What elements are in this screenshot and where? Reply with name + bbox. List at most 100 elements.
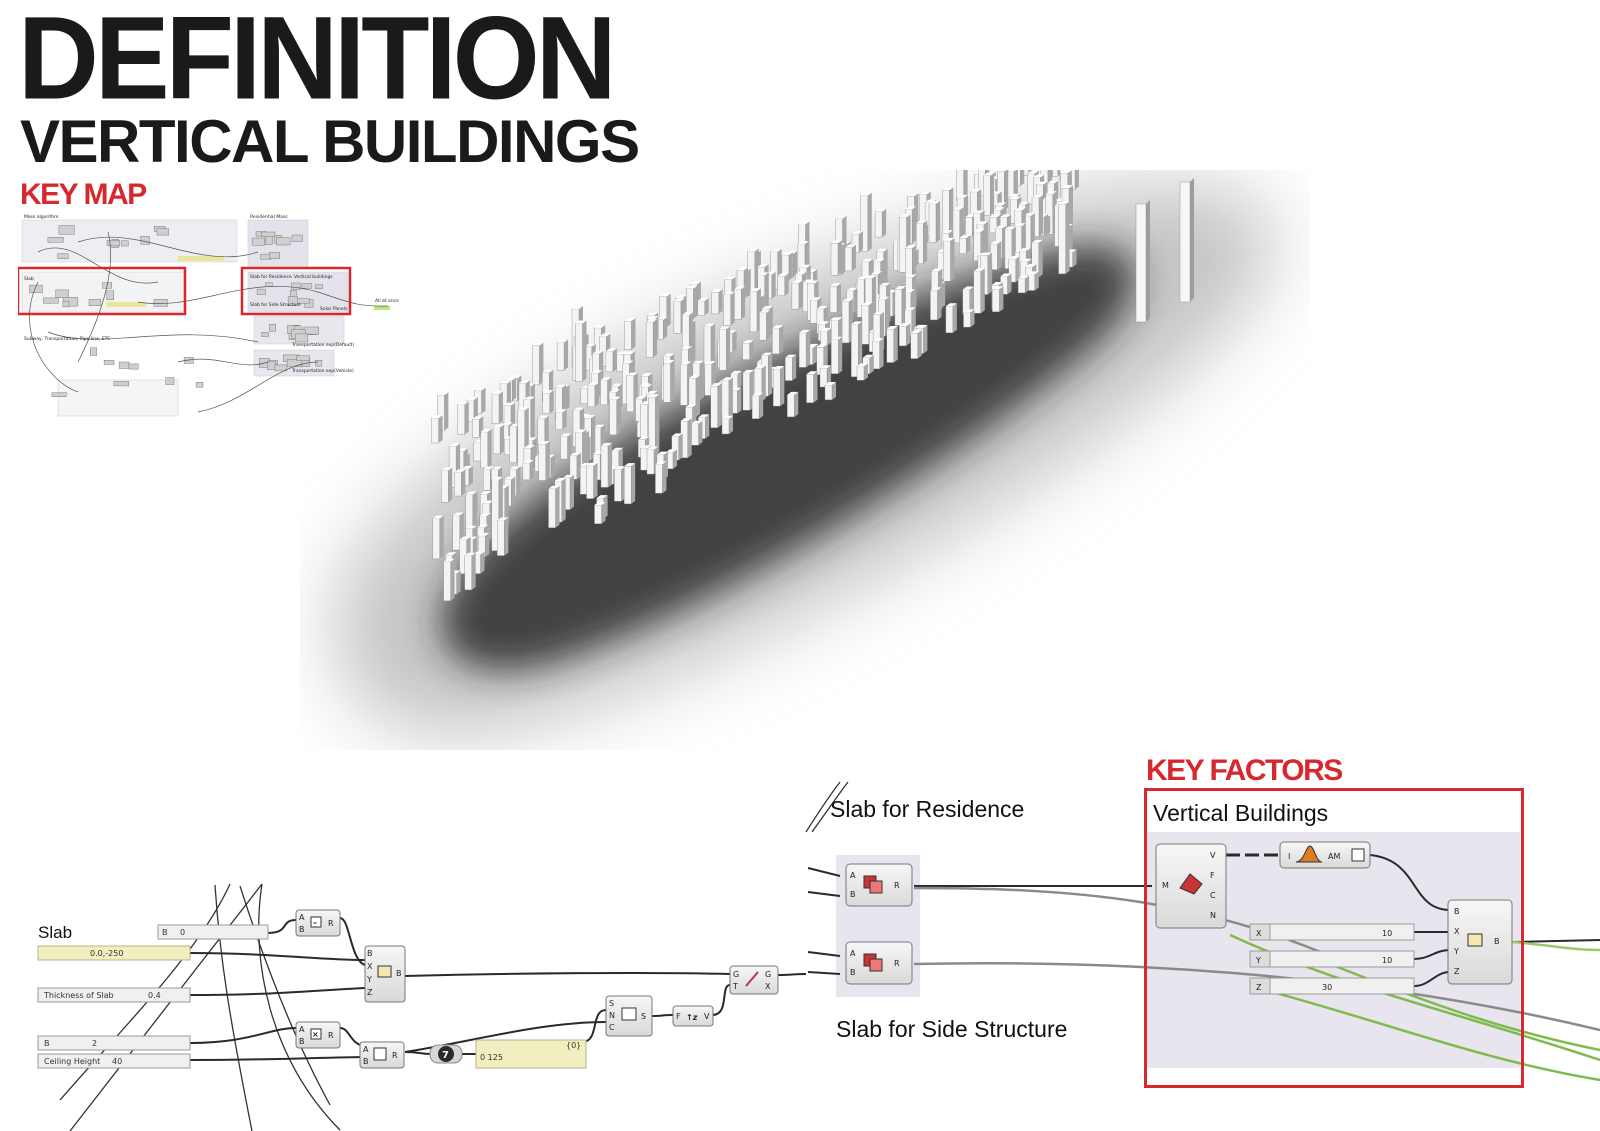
building-block	[772, 325, 784, 355]
building-block	[973, 268, 985, 314]
building-block	[754, 365, 766, 402]
x-slider[interactable]: X 10	[1249, 923, 1415, 941]
boolean-union-side[interactable]: ABR	[845, 941, 913, 985]
building-block	[532, 342, 544, 386]
svg-text:–: –	[313, 918, 317, 927]
building-block	[663, 360, 675, 403]
svg-text:N: N	[1210, 911, 1216, 920]
building-block	[594, 501, 606, 524]
keymap-node	[153, 298, 168, 307]
keymap-node	[315, 359, 323, 367]
thickness-slider[interactable]	[37, 987, 191, 1003]
building-block	[962, 286, 974, 315]
building-block	[671, 433, 683, 461]
svg-text:A: A	[299, 913, 305, 922]
y-slider[interactable]: Y 10	[1249, 950, 1415, 968]
subtract-component[interactable]: ABR –	[295, 909, 341, 937]
keymap-node	[55, 289, 69, 298]
number-node[interactable]: 7	[429, 1044, 463, 1064]
keymap-node	[51, 392, 67, 397]
keymap-node	[57, 253, 69, 259]
list-panel[interactable]	[475, 1039, 587, 1069]
building-block	[464, 552, 476, 591]
b2-slider[interactable]	[37, 1035, 191, 1051]
building-block	[983, 172, 995, 216]
keymap-node	[261, 332, 269, 337]
building-block	[806, 371, 818, 403]
keymap-node	[315, 284, 324, 289]
building-block	[522, 459, 534, 481]
keymap-node	[88, 299, 102, 306]
building-block	[711, 289, 723, 315]
svg-text:C: C	[609, 1023, 615, 1032]
slab-point-panel[interactable]	[37, 945, 191, 961]
keymap-node	[120, 240, 129, 247]
svg-text:G: G	[733, 970, 739, 979]
keymap-node	[128, 363, 139, 370]
keymap-node	[106, 240, 120, 247]
svg-text:X: X	[367, 962, 373, 971]
building-block	[997, 170, 1009, 211]
z-slider[interactable]: Z 30	[1249, 977, 1415, 995]
keymap-node	[295, 333, 308, 343]
building-block	[824, 382, 837, 401]
svg-text:Z: Z	[1256, 983, 1262, 992]
building-block	[645, 319, 658, 358]
ceiling-slider[interactable]	[37, 1053, 191, 1069]
b-slider[interactable]	[157, 924, 269, 940]
building-block	[480, 428, 492, 469]
svg-text:I: I	[1288, 852, 1290, 861]
keymap-node	[29, 284, 43, 293]
svg-text:B: B	[1454, 907, 1460, 916]
svg-text:C: C	[1210, 891, 1216, 900]
number-node-value: 7	[442, 1050, 449, 1061]
keymap-node	[296, 355, 310, 361]
keymap-node	[195, 382, 204, 388]
key-map-heading: KEY MAP	[20, 178, 147, 211]
keymap-node	[291, 282, 301, 290]
keymap-label-all: All at once	[375, 298, 399, 304]
building-block	[437, 392, 449, 431]
keymap-label-trans-default: Transportation exp(Default)	[291, 342, 354, 348]
building-block	[872, 338, 884, 370]
building-block	[575, 320, 587, 382]
keymap-node	[140, 236, 150, 245]
building-block	[730, 370, 742, 390]
keymap-node	[43, 297, 59, 304]
building-block	[1000, 273, 1012, 295]
building-block	[1031, 194, 1044, 237]
building-block	[614, 466, 626, 502]
svg-text:V: V	[1210, 851, 1216, 860]
divide-component[interactable]: ABR	[359, 1041, 405, 1069]
building-block	[609, 396, 621, 436]
building-block	[851, 231, 863, 253]
svg-text:B: B	[367, 949, 373, 958]
building-block	[734, 286, 746, 320]
keymap-label-slab: Slab	[24, 276, 34, 282]
b-slider-value: 0	[180, 928, 185, 937]
building-block	[548, 485, 560, 528]
building-block	[721, 415, 733, 435]
keymap-node	[265, 235, 273, 245]
slab-residence-label: Slab for Residence	[830, 796, 1025, 822]
multiply-component[interactable]: ABR ×	[295, 1021, 341, 1049]
keymap-node	[276, 237, 291, 246]
building-block	[851, 321, 863, 377]
building-block	[963, 309, 975, 328]
keymap-node	[301, 283, 313, 289]
keymap-node	[251, 237, 266, 246]
svg-text:X: X	[1454, 927, 1460, 936]
vertical-group-title: Vertical Buildings	[1153, 800, 1329, 826]
building-block	[710, 383, 722, 428]
random-distribution-component[interactable]: I AM	[1279, 841, 1371, 869]
svg-text:A: A	[850, 949, 856, 958]
boolean-union-residence[interactable]: ABR	[845, 863, 913, 907]
svg-text:S: S	[609, 999, 614, 1008]
building-block	[441, 467, 453, 503]
